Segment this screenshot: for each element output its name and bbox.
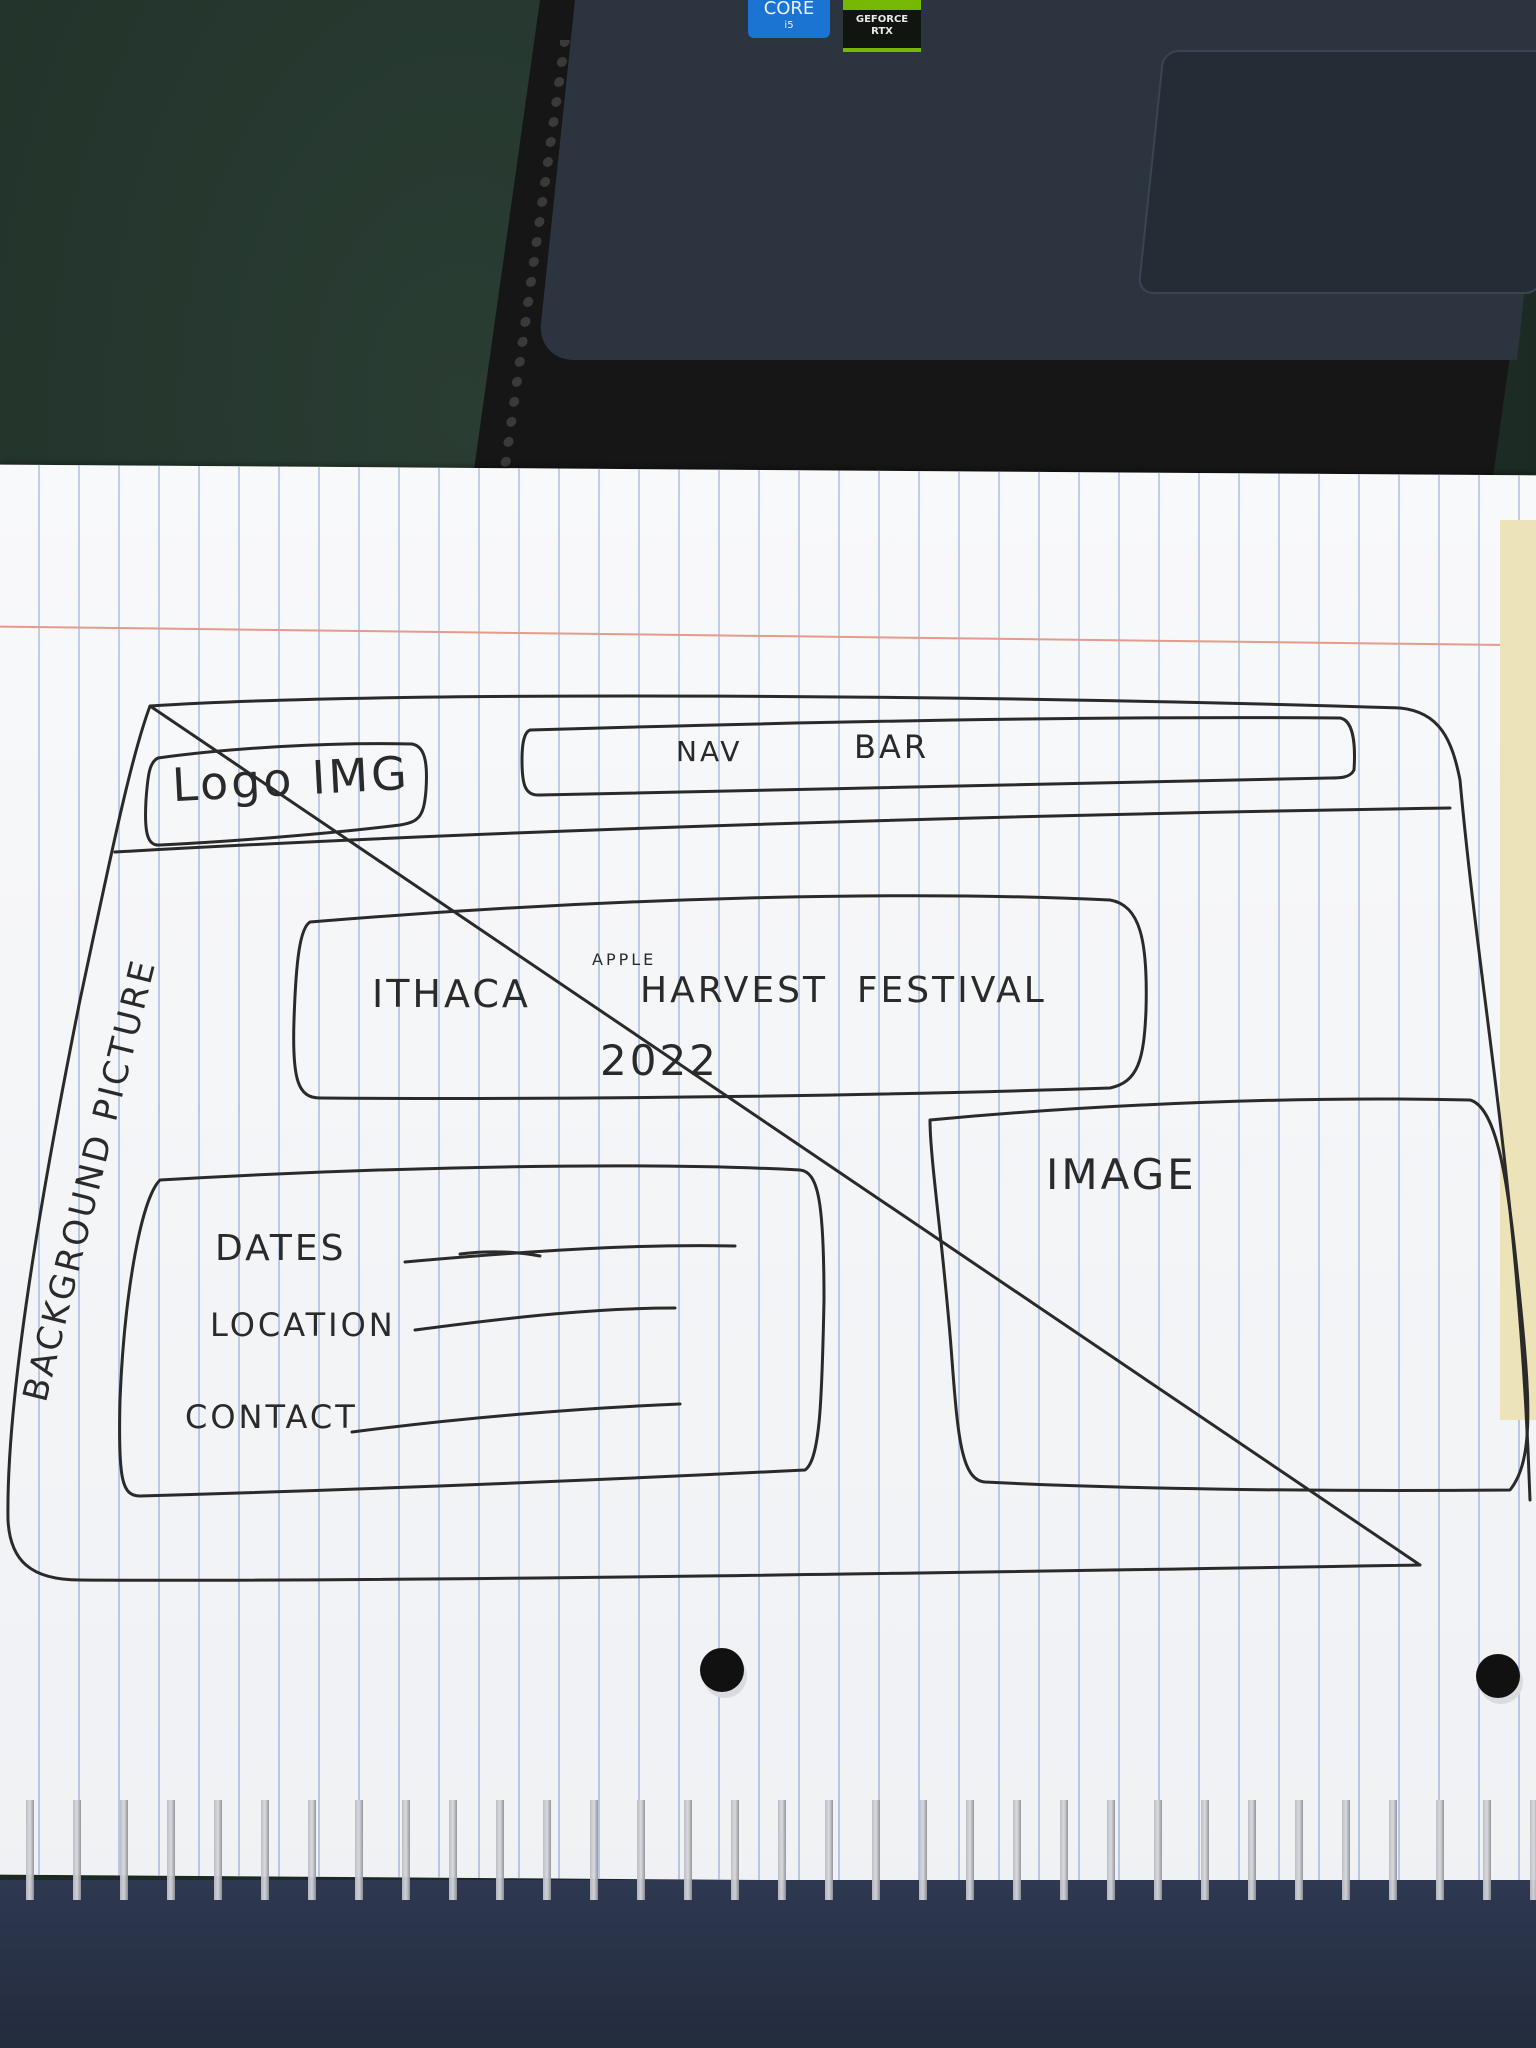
title-box [292,894,1148,1100]
intel-sticker-text: CORE [763,0,815,19]
nvidia-sticker-line1: GEFORCE [855,14,909,25]
binder-hole [700,1648,744,1692]
binder-hole [1476,1654,1520,1698]
info-box [118,1164,826,1498]
info-contact-label: CONTACT [185,1398,358,1436]
contact-line [350,1402,682,1434]
lap-fabric [0,1880,1536,2048]
image-box [928,1097,1530,1493]
dates-line [403,1244,737,1264]
logo-box [144,742,428,847]
nvidia-sticker: GEFORCE RTX [843,0,921,52]
title-harvest-festival: HARVEST FESTIVAL [640,970,1047,1011]
info-location-label: LOCATION [210,1306,396,1344]
image-label: IMAGE [1046,1150,1197,1199]
title-ithaca: ITHACA [372,972,531,1016]
intel-sticker-sub: i5 [784,20,794,31]
spiral-binding [0,1800,1536,1900]
page-frame [6,694,1532,1582]
info-dates-label: DATES [215,1228,347,1269]
intel-sticker: CORE i5 [748,0,830,38]
nvidia-sticker-strip [843,0,921,10]
nvidia-sticker-line2: RTX [871,26,893,37]
title-apple-superscript: APPLE [592,950,657,969]
nav-bar-box [520,716,1356,797]
header-divider [113,806,1452,854]
nav-label-bar: BAR [854,728,930,766]
nav-label-nav: NAV [676,735,743,768]
title-year: 2022 [600,1036,719,1085]
dates-squiggle [458,1250,542,1258]
location-line [413,1306,677,1332]
